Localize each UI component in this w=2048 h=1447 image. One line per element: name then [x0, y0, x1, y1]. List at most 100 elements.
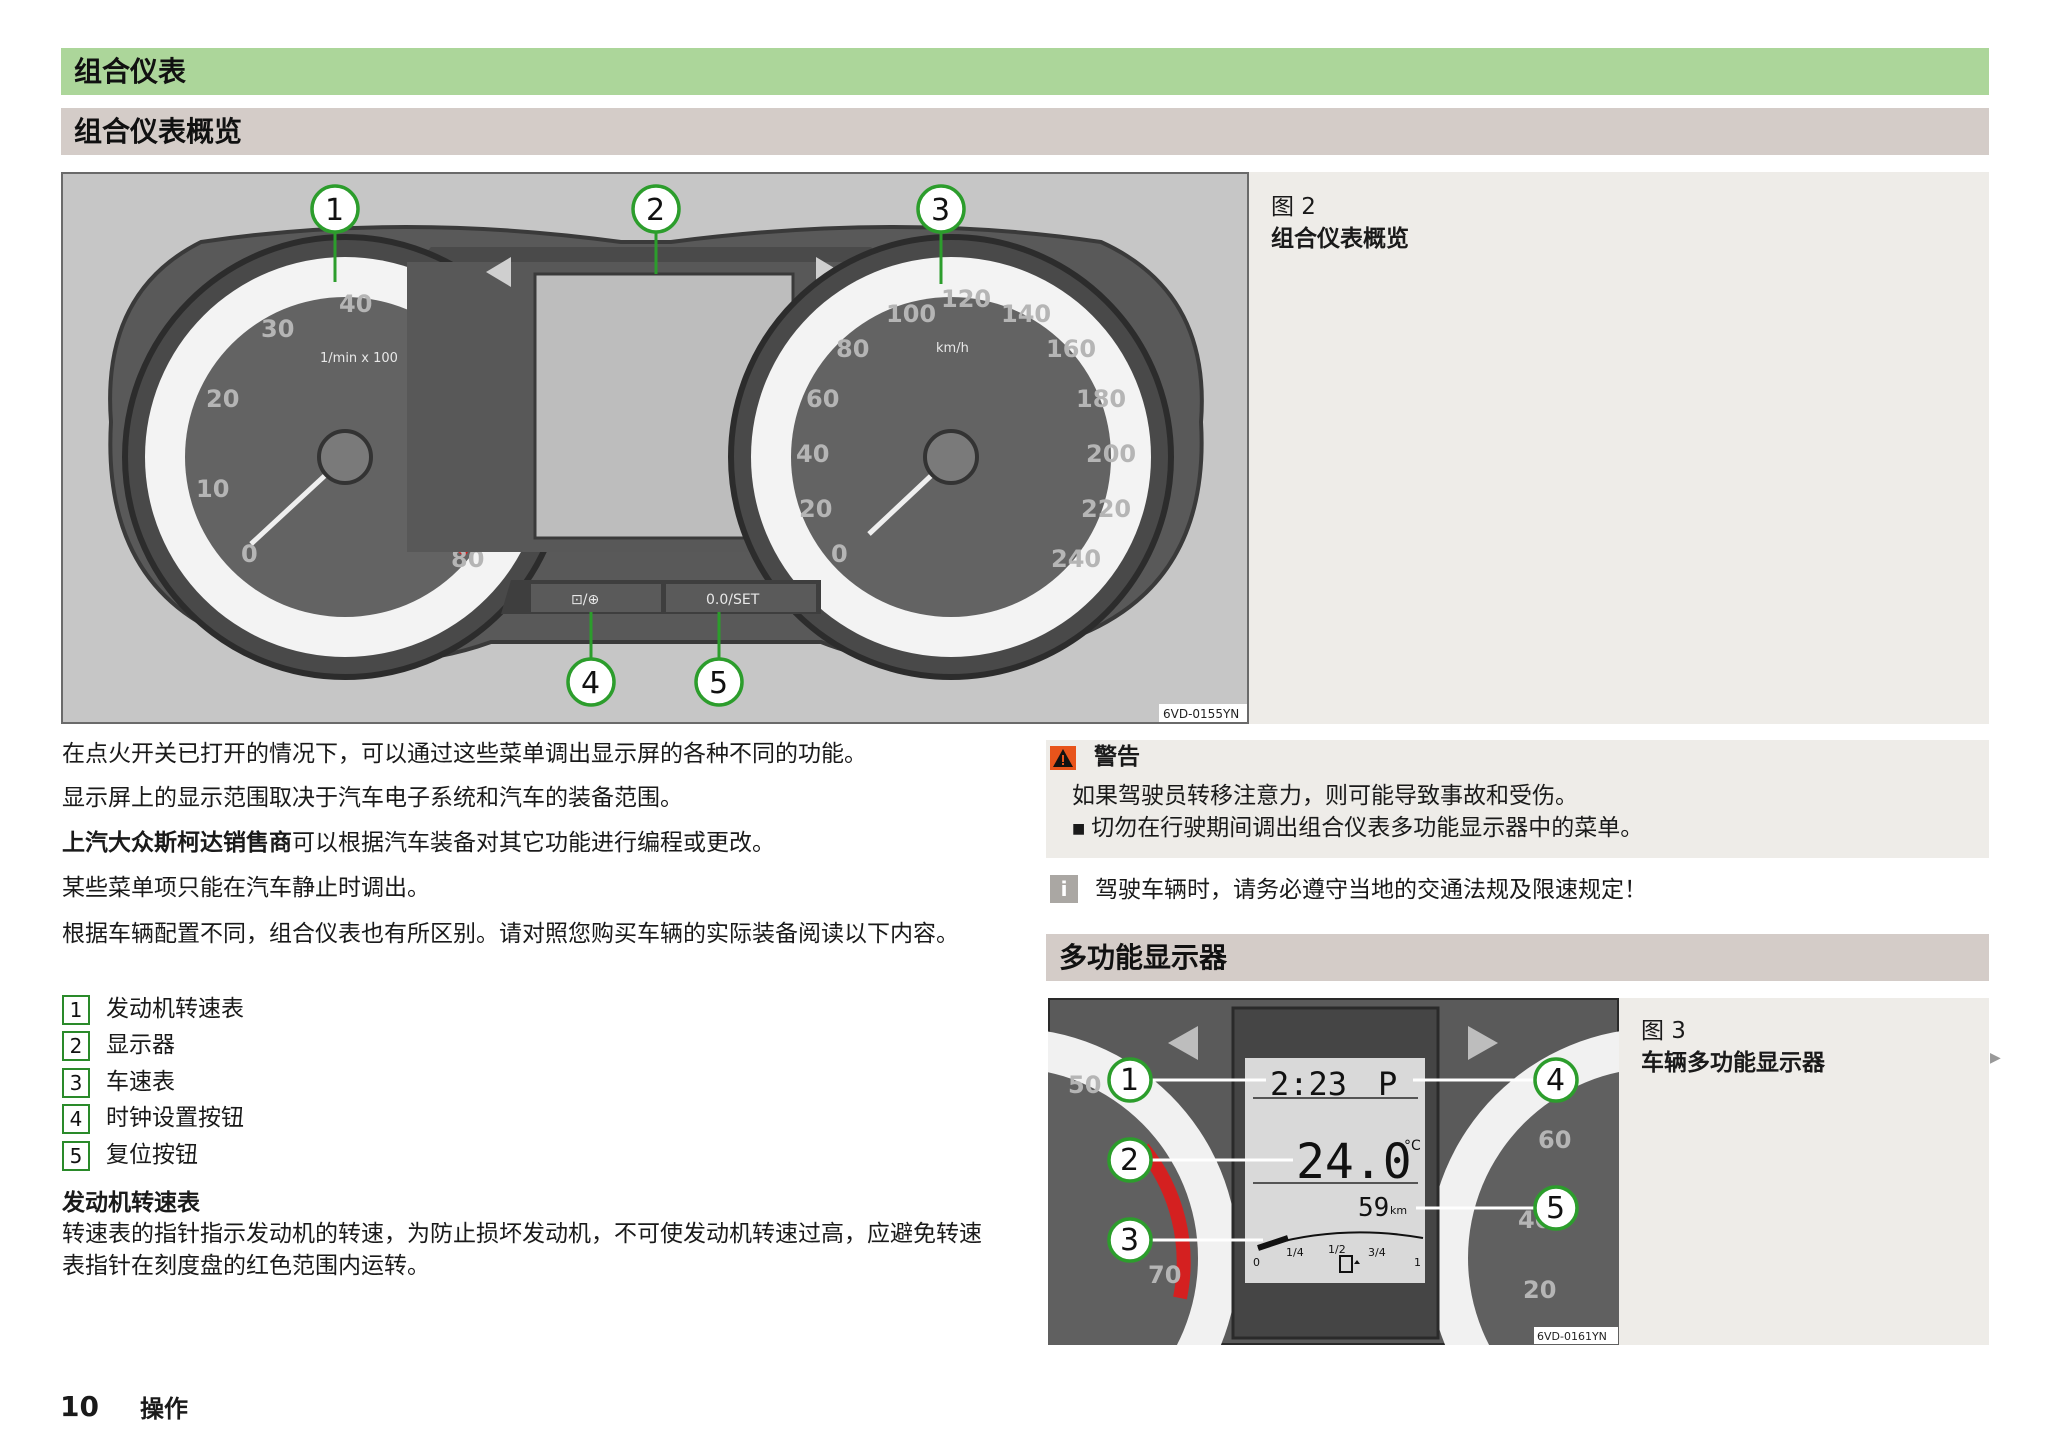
fuel-pump-icon [1339, 1255, 1360, 1273]
tach-tick-label: 30 [261, 315, 294, 343]
legend-label: 时钟设置按钮 [106, 1105, 244, 1131]
figure3-number: 图 3 [1641, 1018, 1686, 1044]
continue-arrow-icon: ▶ [1990, 1050, 2001, 1066]
legend-label: 复位按钮 [106, 1142, 198, 1168]
mfd-clock: 2:23 [1270, 1065, 1347, 1103]
arrow-left-icon [486, 257, 511, 287]
clock-set-button [531, 584, 661, 612]
tach-tick-label: 0 [241, 540, 258, 568]
callout-number: 2 [1120, 1143, 1139, 1178]
speed-tick-label: 0 [831, 540, 848, 568]
mfd-gear: P [1378, 1065, 1397, 1103]
speed-tick-label: 200 [1086, 440, 1136, 468]
warning-bullet-text: 切勿在行驶期间调出组合仪表多功能显示器中的菜单。 [1091, 815, 1644, 841]
callout-number: 4 [581, 666, 600, 701]
reset-button-label: 0.0/SET [706, 592, 760, 608]
speed-tick-label: 140 [1001, 300, 1051, 328]
legend-number: 5 [62, 1140, 90, 1171]
mfd-section-header-bar: 多功能显示器 [1046, 934, 1989, 981]
tach-tick-label: 40 [339, 290, 372, 318]
speed-tick-label: 120 [941, 285, 991, 313]
dealer-paragraph: 上汽大众斯柯达销售商可以根据汽车装备对其它功能进行编程或更改。 [62, 827, 1002, 859]
info-icon: i [1050, 875, 1078, 903]
speedometer-gauge: 0 20 40 60 80 100 120 140 160 180 200 22… [728, 234, 1174, 680]
fuel-tick-label: 1/2 [1328, 1243, 1346, 1256]
tach-unit: 1/min x 100 [320, 351, 398, 366]
callout-number: 3 [931, 193, 950, 228]
callout-number: 2 [646, 193, 665, 228]
speed-tick-label: 220 [1081, 495, 1131, 523]
note-text: 驾驶车辆时，请务必遵守当地的交通法规及限速规定！ [1095, 877, 1647, 903]
arrow-right-icon [1468, 1026, 1498, 1060]
figure3-image-code: 6VD-0161YN [1537, 1330, 1607, 1343]
reset-button [666, 584, 816, 612]
tach-tick-label: 20 [206, 385, 239, 413]
right-gauge-tick-label: 20 [1523, 1276, 1556, 1304]
callout-number: 5 [1546, 1191, 1565, 1226]
arrow-left-icon [1168, 1026, 1198, 1060]
warning-icon [1050, 746, 1076, 770]
legend-item: 1 发动机转速表 [62, 993, 244, 1025]
tach-tick-label: 10 [196, 475, 229, 503]
figure3-caption-panel: 图 3 车辆多功能显示器 [1619, 998, 1989, 1345]
callout-number: 1 [1120, 1063, 1139, 1098]
warning-text: 如果驾驶员转移注意力，则可能导致事故和受伤。 [1072, 783, 1578, 809]
fuel-tick-label: 1/4 [1286, 1246, 1304, 1259]
figure2-image-code: 6VD-0155YN [1163, 707, 1239, 721]
right-gauge-tick-label: 60 [1538, 1126, 1571, 1154]
intro-paragraph: 显示屏上的显示范围取决于汽车电子系统和汽车的装备范围。 [62, 785, 683, 811]
callout-number: 5 [709, 666, 728, 701]
footer-section: 操作 [140, 1395, 188, 1423]
left-gauge-tick-label: 50 [1068, 1071, 1101, 1099]
legend-label: 发动机转速表 [106, 996, 244, 1022]
legend-number: 2 [62, 1030, 90, 1061]
mfd-range: 59 [1358, 1193, 1389, 1223]
page-number: 10 [60, 1390, 99, 1423]
legend-item: 3 车速表 [62, 1066, 175, 1098]
warning-title: 警告 [1094, 744, 1140, 770]
legend-item: 2 显示器 [62, 1029, 175, 1061]
clock-set-button-label: ⊡/⊕ [571, 592, 599, 608]
legend-label: 显示器 [106, 1032, 175, 1058]
legend-number: 4 [62, 1103, 90, 1134]
left-gauge-tick-label: 70 [1148, 1261, 1181, 1289]
figure2-number: 图 2 [1271, 194, 1316, 220]
speed-unit: km/h [936, 341, 969, 356]
speed-tick-label: 160 [1046, 335, 1096, 363]
figure2-caption-panel: 图 2 组合仪表概览 [1249, 172, 1989, 724]
speed-tick-label: 40 [796, 440, 829, 468]
tachometer-text: 转速表的指针指示发动机的转速，为防止损坏发动机，不可使发动机转速过高，应避免转速… [62, 1221, 982, 1279]
speed-tick-label: 240 [1051, 545, 1101, 573]
callout-number: 3 [1120, 1223, 1139, 1258]
warning-bullet: ■切勿在行驶期间调出组合仪表多功能显示器中的菜单。 [1072, 815, 1644, 841]
legend-item: 5 复位按钮 [62, 1139, 198, 1171]
speed-tick-label: 80 [836, 335, 869, 363]
speed-tick-label: 180 [1076, 385, 1126, 413]
fuel-tick-label: 0 [1253, 1256, 1260, 1269]
legend-number: 1 [62, 994, 90, 1025]
warning-box: 警告 如果驾驶员转移注意力，则可能导致事故和受伤。 ■切勿在行驶期间调出组合仪表… [1046, 740, 1989, 858]
callout-number: 1 [325, 193, 344, 228]
legend-number: 3 [62, 1067, 90, 1098]
intro-paragraph: 某些菜单项只能在汽车静止时调出。 [62, 875, 430, 901]
mfd-range-unit: km [1390, 1204, 1407, 1217]
mfd-section-title: 多功能显示器 [1059, 941, 1228, 974]
callout-number: 4 [1546, 1063, 1565, 1098]
mfd-temperature: 24.0 [1296, 1134, 1412, 1190]
dealer-name: 上汽大众斯柯达销售商 [62, 830, 292, 856]
fuel-tick-label: 3/4 [1368, 1246, 1386, 1259]
speed-tick-label: 100 [886, 300, 936, 328]
legend-label: 车速表 [106, 1069, 175, 1095]
speed-tick-label: 60 [806, 385, 839, 413]
mfd-temp-unit: °C [1404, 1138, 1421, 1154]
intro-paragraph: 在点火开关已打开的情况下，可以通过这些菜单调出显示屏的各种不同的功能。 [62, 741, 867, 767]
fuel-tick-label: 1 [1414, 1256, 1421, 1269]
figure3-caption: 车辆多功能显示器 [1641, 1050, 1825, 1076]
subsection-header-bar: 组合仪表概览 [61, 108, 1989, 155]
figure2-image: 0 10 20 30 40 50 60 70 80 1/min x 100 0 … [61, 172, 1249, 724]
speed-tick-label: 20 [799, 495, 832, 523]
intro-paragraph: 根据车辆配置不同，组合仪表也有所区别。请对照您购买车辆的实际装备阅读以下内容。 [62, 921, 959, 947]
subsection-title: 组合仪表概览 [74, 115, 243, 148]
figure3-image: 50 60 70 20 40 60 2:23 P 24.0 °C 59 km 0… [778, 998, 1888, 1447]
section-title: 组合仪表 [74, 55, 187, 88]
